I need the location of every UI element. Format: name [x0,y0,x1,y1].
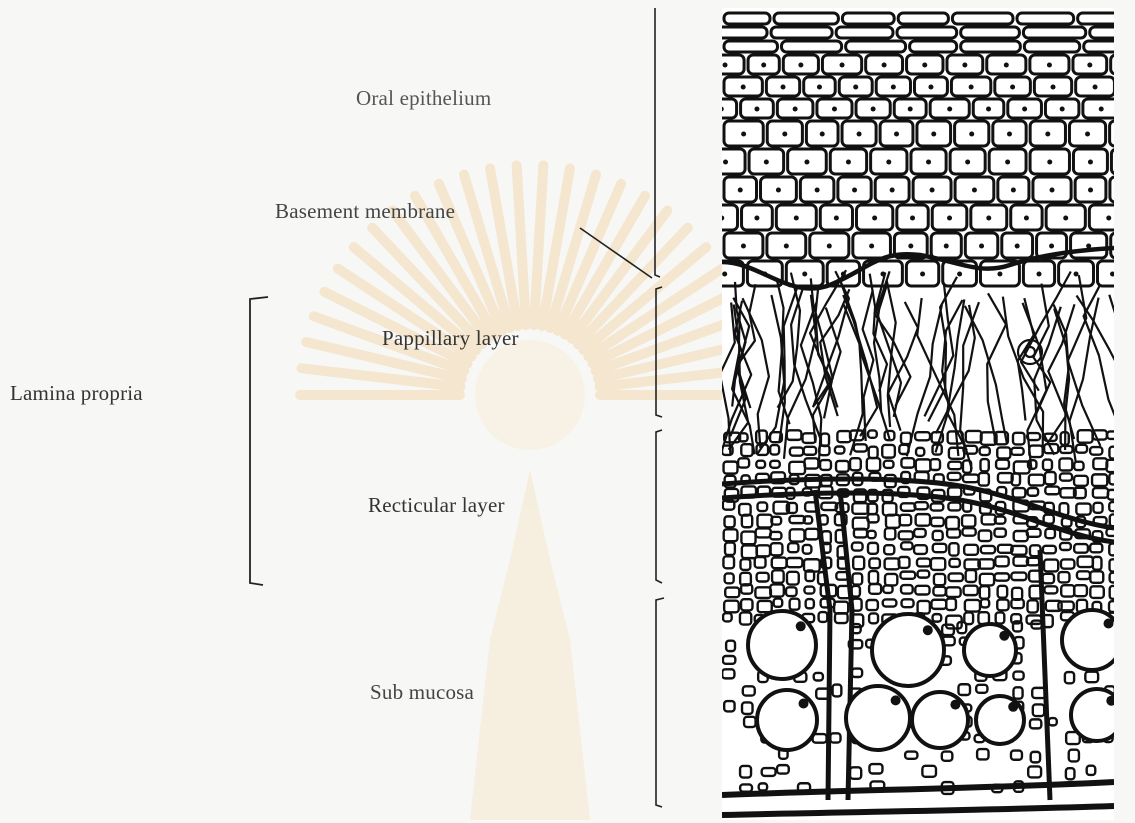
label-lamina-propria: Lamina propria [10,381,143,406]
label-basement-membrane: Basement membrane [275,199,455,224]
label-oral-epithelium: Oral epithelium [356,86,491,111]
label-sub-mucosa: Sub mucosa [370,680,474,705]
label-papillary-layer: Pappillary layer [382,326,519,351]
label-reticular-layer: Recticular layer [368,493,505,518]
